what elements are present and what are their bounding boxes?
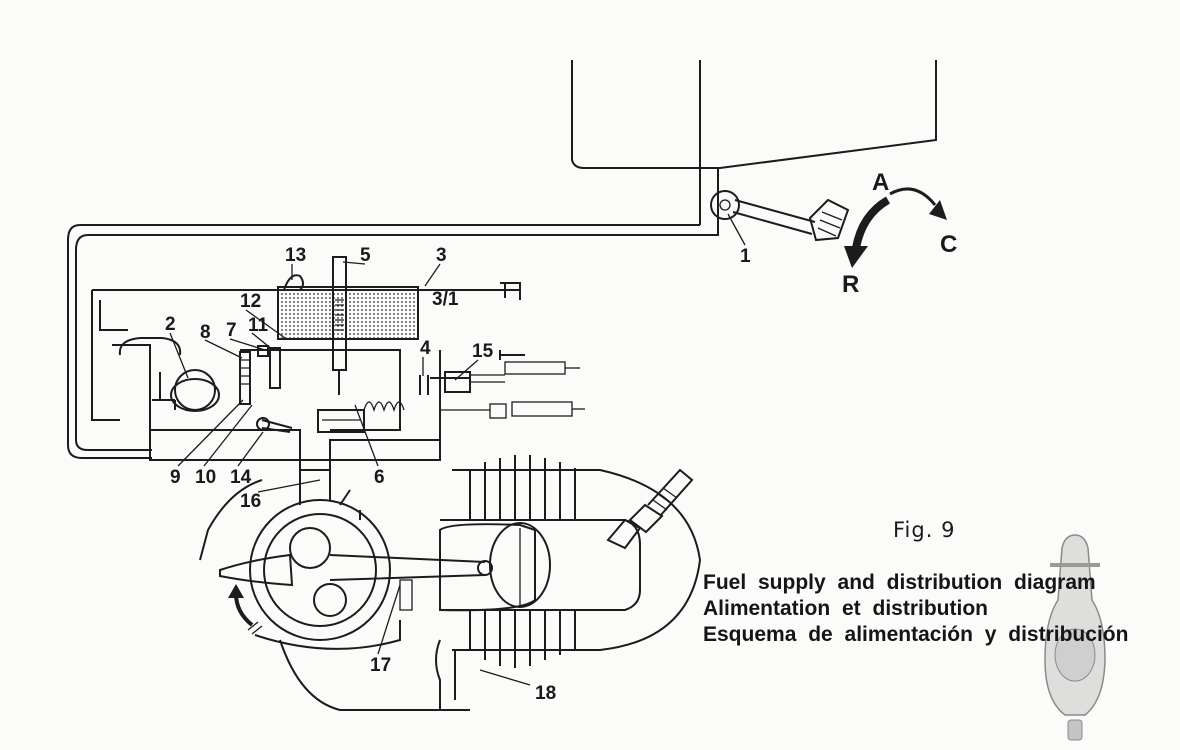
tap-label-r: R — [842, 271, 859, 298]
callout-11: 11 — [248, 315, 269, 336]
fuel-pipe — [67, 224, 719, 459]
piston — [439, 522, 551, 612]
caption-french: Alimentation et distribution — [703, 597, 988, 620]
crankcase — [279, 579, 470, 711]
throttle-slide — [332, 256, 347, 395]
callout-16: 16 — [240, 491, 261, 512]
jets-and-screws — [239, 345, 293, 433]
spark-plug — [606, 468, 694, 550]
callout-3-1: 3/1 — [432, 289, 459, 310]
crankshaft — [199, 469, 486, 650]
callout-6: 6 — [374, 467, 385, 488]
air-filter — [277, 274, 521, 340]
caption-spanish: Esquema de alimentación y distribución — [703, 623, 1129, 646]
callout-7: 7 — [226, 320, 237, 341]
callout-9: 9 — [170, 467, 181, 488]
callout-labels: 1 2 3 3/1 4 5 6 7 8 9 10 11 12 13 14 15 … — [165, 169, 957, 704]
callout-14: 14 — [230, 467, 252, 488]
tap-label-c: C — [940, 231, 957, 258]
callout-13: 13 — [285, 245, 306, 266]
caption-english: Fuel supply and distribution diagram — [703, 571, 1096, 594]
fuel-tap — [710, 190, 850, 242]
cables — [363, 350, 585, 419]
carburettor — [91, 289, 521, 470]
figure-label: Fig. 9 — [893, 518, 956, 542]
float-chamber — [118, 337, 220, 412]
callout-3: 3 — [436, 245, 447, 266]
callout-4: 4 — [420, 338, 431, 359]
rotation-arrow — [228, 584, 263, 635]
callout-5: 5 — [360, 245, 371, 266]
callout-2: 2 — [165, 314, 176, 335]
callout-8: 8 — [200, 322, 211, 343]
tap-label-a: A — [872, 169, 889, 196]
callout-10: 10 — [195, 467, 216, 488]
callout-18: 18 — [535, 683, 556, 704]
callout-17: 17 — [370, 655, 391, 676]
callout-1: 1 — [740, 246, 751, 267]
scooter-icon — [1044, 534, 1106, 741]
fuel-tank — [571, 60, 937, 225]
tap-arrows — [844, 187, 947, 268]
caption-block: Fuel supply and distribution diagram Ali… — [703, 570, 1128, 648]
callout-12: 12 — [240, 291, 261, 312]
callout-15: 15 — [472, 341, 494, 362]
leader-lines — [169, 213, 746, 686]
